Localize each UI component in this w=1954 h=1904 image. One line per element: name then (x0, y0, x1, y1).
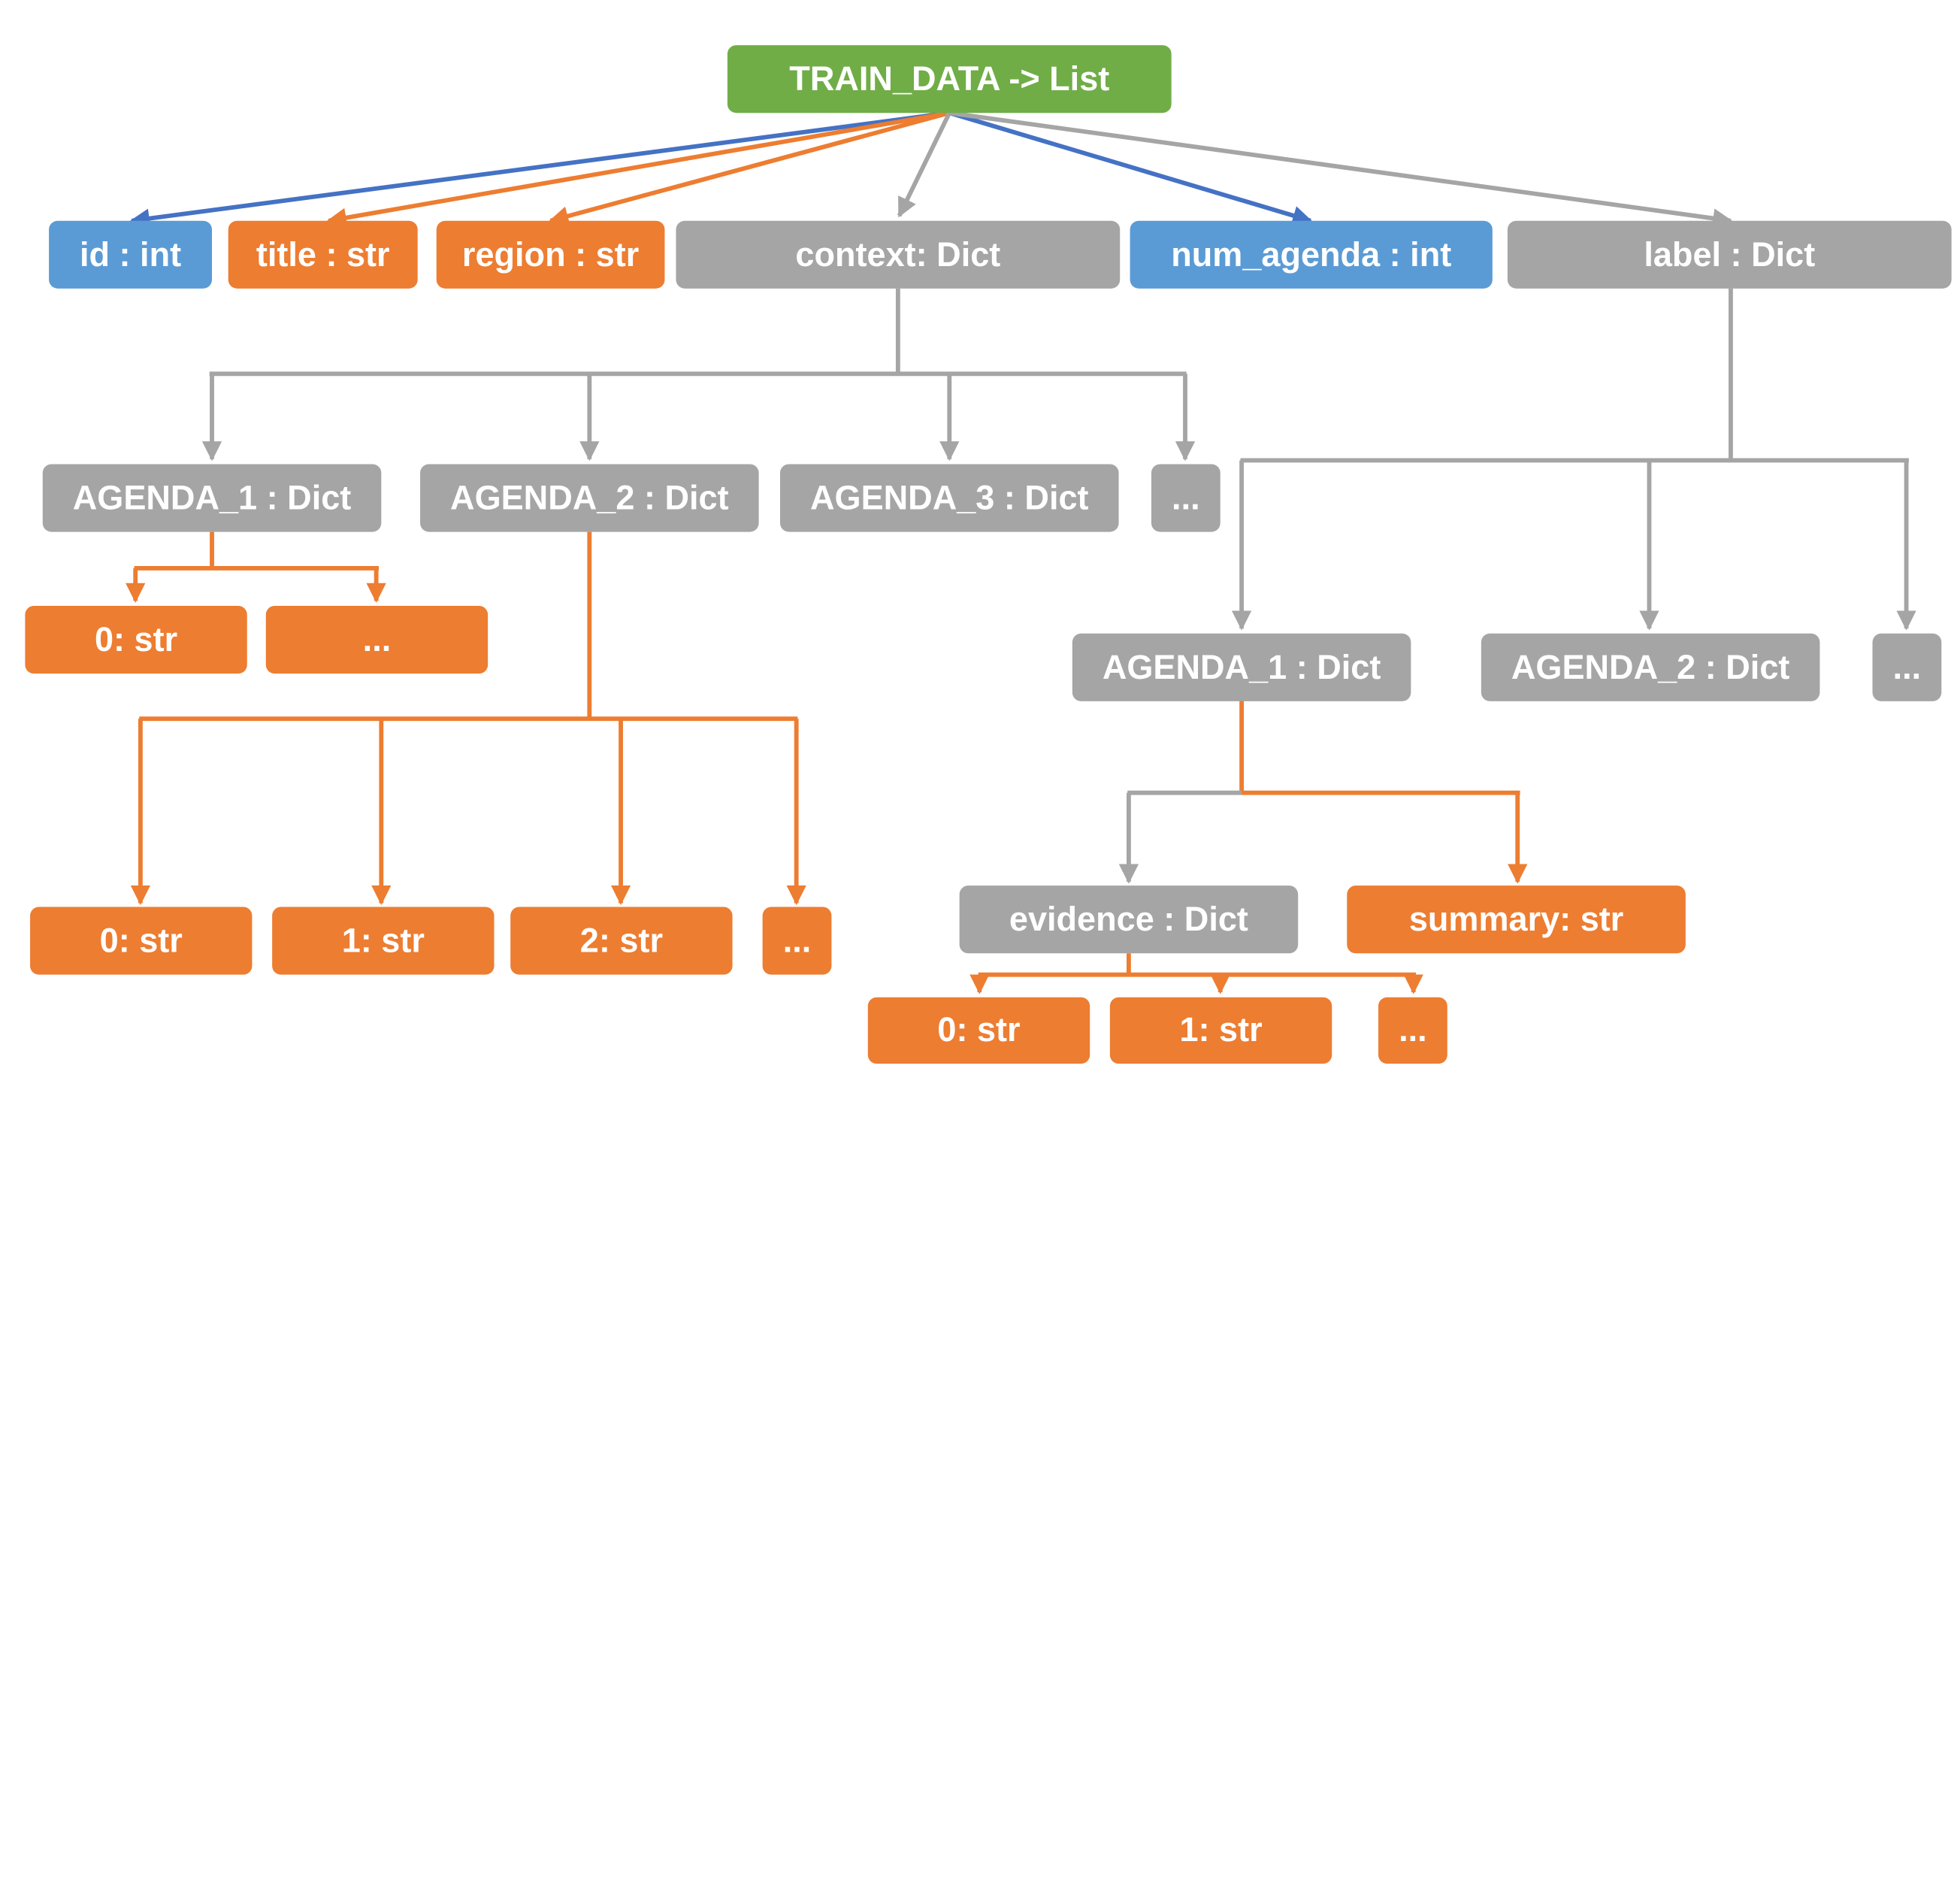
edge-root-to-title (326, 110, 950, 228)
root-node: TRAIN_DATA -> List (727, 45, 1172, 114)
context-agenda-1-item-0: 0: str (25, 606, 247, 674)
context-agenda-1-item-more: ... (265, 606, 488, 674)
label-more-node: ... (1872, 633, 1942, 701)
context-agenda-2-item-more: ... (762, 907, 832, 975)
edge-root-to-region (549, 110, 951, 226)
edges-label-children (1231, 288, 1916, 631)
field-region-node: region : str (436, 220, 665, 289)
edge-root-to-label (948, 110, 1733, 229)
evidence-node: evidence : Dict (959, 885, 1299, 954)
edges-context-agenda1-children (126, 531, 386, 603)
context-agenda-3-node: AGENDA_3 : Dict (779, 464, 1119, 532)
edge-root-to-num-agenda (948, 110, 1313, 226)
edge-root-to-id (129, 110, 950, 229)
edge-root-to-context (897, 111, 951, 218)
field-title-node: title : str (228, 220, 418, 289)
context-more-node: ... (1151, 464, 1220, 532)
evidence-item-0: 0: str (867, 997, 1090, 1064)
label-agenda-2-node: AGENDA_2 : Dict (1481, 633, 1820, 701)
edges-context-children (201, 288, 1196, 462)
context-agenda-2-node: AGENDA_2 : Dict (420, 464, 759, 532)
field-context-node: context: Dict (676, 220, 1121, 289)
edges-evidence-children (969, 953, 1423, 994)
context-agenda-2-item-0: 0: str (30, 907, 253, 975)
field-num-agenda-node: num_agenda : int (1130, 220, 1493, 289)
context-agenda-2-item-1: 1: str (272, 907, 495, 975)
summary-node: summary: str (1347, 885, 1686, 954)
context-agenda-1-node: AGENDA_1 : Dict (42, 464, 382, 532)
edges-layer (126, 110, 1916, 994)
field-id-node: id : int (49, 220, 213, 289)
evidence-item-more: ... (1378, 997, 1447, 1064)
evidence-item-1: 1: str (1109, 997, 1332, 1064)
edges-context-agenda2-children (130, 531, 806, 906)
field-label-node: label : Dict (1507, 220, 1952, 289)
context-agenda-2-item-2: 2: str (510, 907, 733, 975)
label-agenda-1-node: AGENDA_1 : Dict (1072, 633, 1411, 701)
